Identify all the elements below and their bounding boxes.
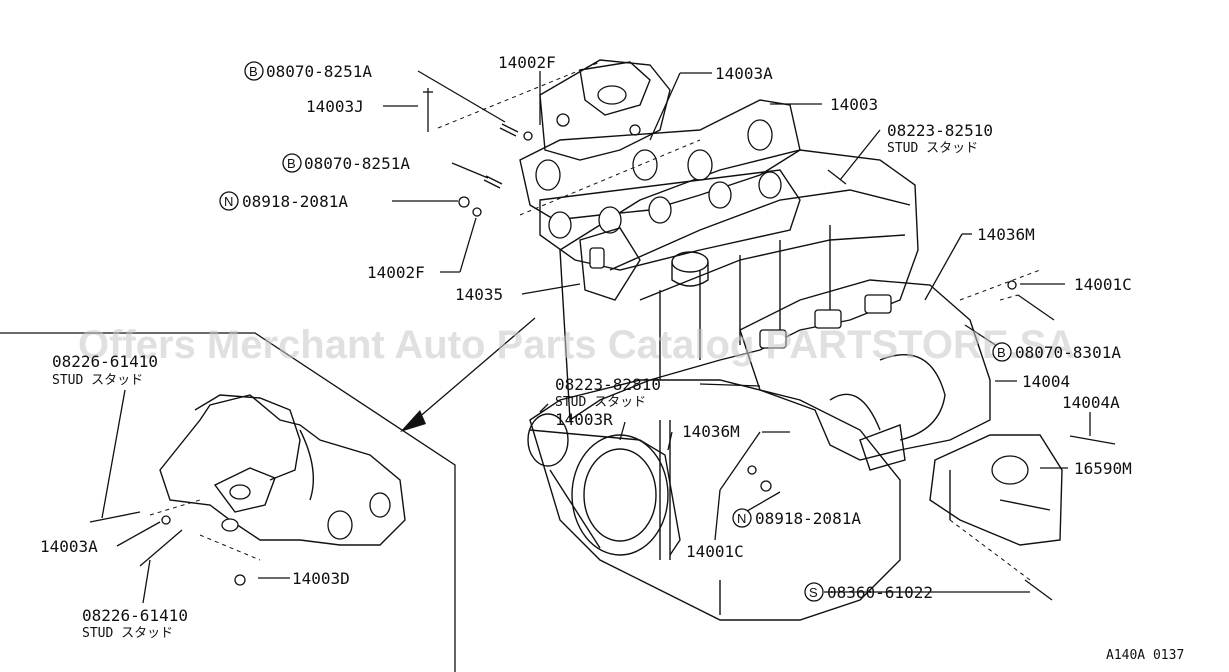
label-08070-8251A-mid: 08070-8251A xyxy=(304,154,410,173)
intake-gasket xyxy=(539,169,801,301)
watermark: Offers Merchant Auto Parts Catalog PARTS… xyxy=(78,323,1075,367)
label-stud-61410-bottom-sub: STUD スタッド xyxy=(82,626,173,641)
figure-code: A140A 0137 xyxy=(1106,648,1184,663)
label-14003: 14003 xyxy=(830,95,878,114)
assembly-lines xyxy=(149,61,1041,581)
badge-b2: B xyxy=(287,156,296,171)
label-08226-61410-top: 08226-61410 xyxy=(52,352,158,371)
label-08070-8301A: 08070-8301A xyxy=(1015,343,1121,362)
label-08226-61410-bottom: 08226-61410 xyxy=(82,606,188,625)
label-08360-61022: 08360-61022 xyxy=(827,583,933,602)
label-14002F-top: 14002F xyxy=(498,53,556,72)
intake-manifold xyxy=(519,59,801,221)
label-14003A-left: 14003A xyxy=(40,537,98,556)
badges: B B N B N S xyxy=(219,61,1012,602)
label-stud-61410-top-sub: STUD スタッド xyxy=(52,373,143,388)
label-08918-2081A-top: 08918-2081A xyxy=(242,192,348,211)
engine-block xyxy=(527,149,919,621)
leader-lines xyxy=(101,70,1091,604)
label-stud-82810-sub: STUD スタッド xyxy=(555,395,646,410)
part-labels: 08070-8251A 14003J 14002F 14003A 14003 0… xyxy=(40,53,1184,663)
label-14003R: 14003R xyxy=(555,410,613,429)
label-16590M: 16590M xyxy=(1074,459,1132,478)
label-14036M-mid: 14036M xyxy=(682,422,740,441)
arrow-head xyxy=(400,410,426,432)
label-14003A-top: 14003A xyxy=(715,64,773,83)
badge-n2: N xyxy=(737,511,746,526)
label-14035: 14035 xyxy=(455,285,503,304)
label-14001C-top: 14001C xyxy=(1074,275,1132,294)
label-14002F-bottom: 14002F xyxy=(367,263,425,282)
label-14036M-top: 14036M xyxy=(977,225,1035,244)
hardware xyxy=(89,88,1116,601)
label-08223-82810: 08223-82810 xyxy=(555,375,661,394)
badge-b3: B xyxy=(997,345,1006,360)
exhaust-manifold xyxy=(739,279,1063,546)
label-14003J: 14003J xyxy=(306,97,364,116)
label-stud-82510-sub: STUD スタッド xyxy=(887,141,978,156)
badge-b1: B xyxy=(249,64,258,79)
inset-manifold xyxy=(159,394,406,546)
badge-s1: S xyxy=(809,585,818,600)
label-14003D: 14003D xyxy=(292,569,350,588)
label-14004: 14004 xyxy=(1022,372,1070,391)
label-14004A: 14004A xyxy=(1062,393,1120,412)
label-08918-2081A-bottom: 08918-2081A xyxy=(755,509,861,528)
badge-n1: N xyxy=(224,194,233,209)
label-08223-82510: 08223-82510 xyxy=(887,121,993,140)
label-14001C-bottom: 14001C xyxy=(686,542,744,561)
label-08070-8251A-top: 08070-8251A xyxy=(266,62,372,81)
inset-frame xyxy=(0,317,536,672)
